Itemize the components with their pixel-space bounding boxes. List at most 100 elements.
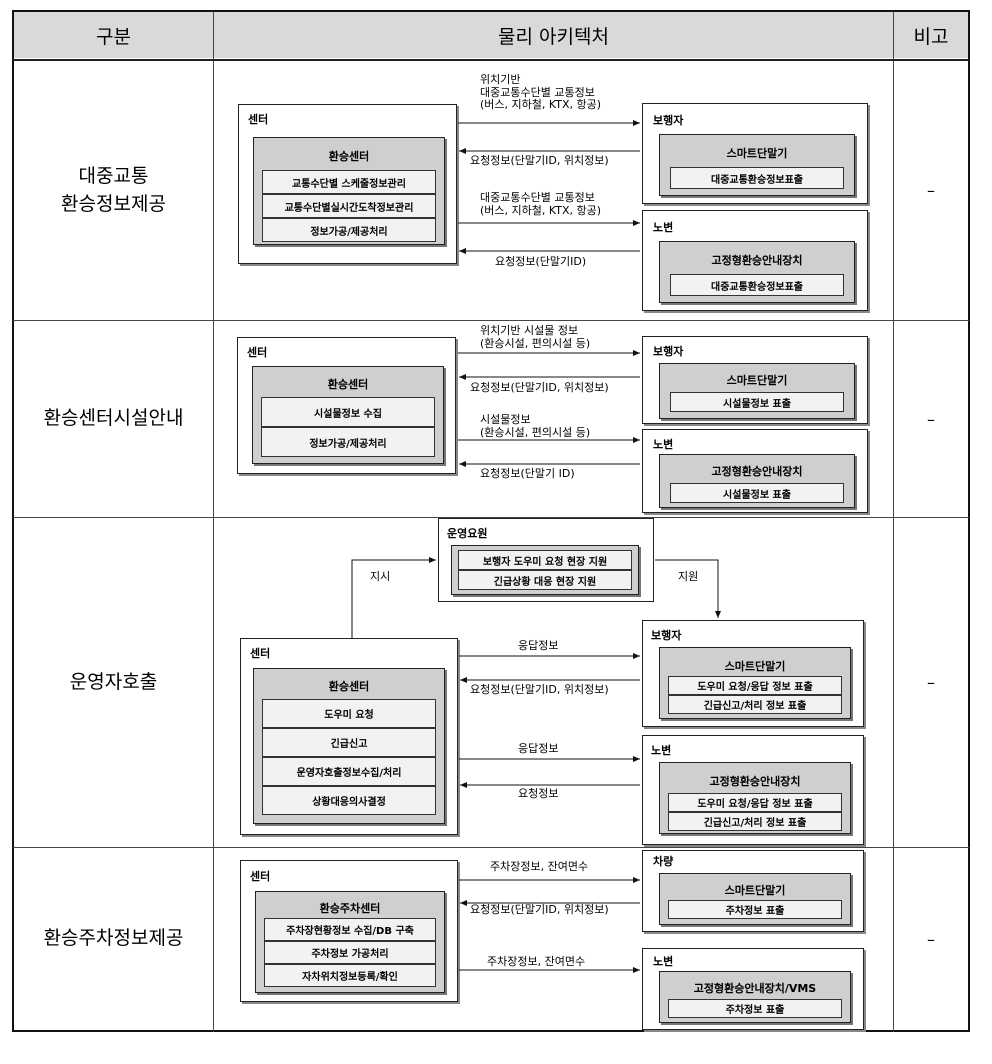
smart-terminal-box: 스마트단말기 시설물정보 표출 (659, 363, 855, 419)
center-box: 센터 환승센터 교통수단별 스케줄정보관리 교통수단별실시간도착정보관리 정보가… (238, 104, 457, 264)
command-label: 지시 (370, 570, 391, 583)
row-note: – (927, 181, 935, 200)
function-item: 긴급신고 (262, 728, 436, 757)
row-category: 환승센터시설안내 (43, 407, 184, 430)
roadside-box: 노변 고정형환승안내장치 시설물정보 표출 (642, 429, 868, 513)
operator-task: 보행자 도우미 요청 현장 지원 (458, 550, 632, 570)
function-item: 교통수단별실시간도착정보관리 (262, 194, 436, 218)
roadside-label: 노변 (651, 744, 672, 757)
display-item: 긴급신고/처리 정보 표출 (668, 812, 842, 831)
display-item: 시설물정보 표출 (670, 483, 844, 503)
display-item: 대중교통환승정보표출 (670, 167, 844, 189)
operator-box: 운영요원 보행자 도우미 요청 현장 지원 긴급상황 대응 현장 지원 (438, 518, 654, 602)
smart-terminal-title: 스마트단말기 (726, 374, 788, 387)
smart-terminal-box: 스마트단말기 주차정보 표출 (659, 873, 851, 925)
flow-label: 시설물정보(환승시설, 편의시설 등) (480, 413, 591, 439)
fixed-guide-device-title: 고정형환승안내장치/VMS (693, 982, 817, 995)
row-divider (13, 517, 969, 518)
function-item: 주차정보 가공처리 (264, 941, 436, 964)
display-item: 주차정보 표출 (668, 900, 842, 919)
display-item: 긴급신고/처리 정보 표출 (668, 695, 842, 714)
pedestrian-label: 보행자 (651, 629, 682, 642)
roadside-box: 노변 고정형환승안내장치 도우미 요청/응답 정보 표출 긴급신고/처리 정보 … (642, 735, 864, 845)
roadside-label: 노변 (653, 438, 674, 451)
vehicle-label: 차량 (653, 855, 674, 868)
center-box: 센터 환승센터 시설물정보 수집 정보가공/제공처리 (237, 337, 456, 474)
smart-terminal-title: 스마트단말기 (724, 884, 786, 897)
parking-center-box: 환승주차센터 주차장현황정보 수집/DB 구축 주차정보 가공처리 자차위치정보… (255, 891, 445, 993)
flow-label: 요청정보(단말기ID, 위치정보) (470, 903, 609, 916)
fixed-guide-device-box: 고정형환승안내장치 대중교통환승정보표출 (659, 241, 855, 303)
display-item: 대중교통환승정보표출 (670, 274, 844, 296)
operator-label: 운영요원 (447, 527, 488, 540)
header-category: 구분 (96, 25, 131, 48)
flow-label: 요청정보(단말기ID) (495, 255, 587, 268)
display-item: 주차정보 표출 (668, 999, 842, 1018)
support-label: 지원 (678, 570, 699, 583)
table-header (14, 12, 968, 58)
pedestrian-box: 보행자 스마트단말기 시설물정보 표출 (642, 336, 868, 424)
center-label: 센터 (248, 113, 269, 126)
flow-label: 요청정보(단말기ID, 위치정보) (470, 381, 609, 394)
row-divider (13, 320, 969, 321)
flow-label: 대중교통수단별 교통정보(버스, 지하철, KTX, 항공) (480, 191, 602, 217)
parking-center-title: 환승주차센터 (319, 902, 381, 915)
fixed-guide-device-box: 고정형환승안내장치 시설물정보 표출 (659, 454, 855, 508)
flow-label: 요청정보(단말기ID, 위치정보) (470, 154, 609, 167)
flow-label: 요청정보(단말기ID, 위치정보) (470, 683, 609, 696)
transfer-center-box: 환승센터 도우미 요청 긴급신고 운영자호출정보수집/처리 상황대응의사결정 (253, 668, 445, 824)
smart-terminal-title: 스마트단말기 (726, 147, 788, 160)
center-box: 센터 환승주차센터 주차장현황정보 수집/DB 구축 주차정보 가공처리 자차위… (240, 860, 458, 1002)
row-note: – (927, 929, 935, 949)
operator-tasks-box: 보행자 도우미 요청 현장 지원 긴급상황 대응 현장 지원 (451, 545, 639, 595)
architecture-table (12, 10, 970, 1032)
roadside-box: 노변 고정형환승안내장치/VMS 주차정보 표출 (642, 948, 864, 1030)
pedestrian-box: 보행자 스마트단말기 대중교통환승정보표출 (642, 103, 868, 204)
vehicle-box: 차량 스마트단말기 주차정보 표출 (642, 850, 864, 932)
row-divider (13, 59, 969, 61)
roadside-label: 노변 (653, 221, 674, 234)
smart-terminal-box: 스마트단말기 대중교통환승정보표출 (659, 134, 855, 196)
header-note: 비고 (913, 25, 949, 48)
flow-label: 응답정보 (518, 742, 559, 755)
center-label: 센터 (250, 647, 271, 660)
pedestrian-label: 보행자 (653, 345, 684, 358)
header-architecture: 물리 아키텍처 (498, 25, 609, 48)
function-item: 도우미 요청 (262, 699, 436, 728)
transfer-center-box: 환승센터 시설물정보 수집 정보가공/제공처리 (252, 366, 444, 464)
center-label: 센터 (250, 870, 271, 883)
roadside-box: 노변 고정형환승안내장치 대중교통환승정보표출 (642, 210, 868, 311)
flow-label: 주차장정보, 잔여면수 (490, 860, 589, 873)
smart-terminal-title: 스마트단말기 (724, 660, 786, 673)
column-divider (213, 12, 214, 1032)
row-category: 운영자호출 (69, 670, 158, 693)
display-item: 시설물정보 표출 (670, 392, 844, 412)
fixed-guide-device-box: 고정형환승안내장치/VMS 주차정보 표출 (659, 971, 851, 1023)
pedestrian-label: 보행자 (653, 114, 684, 127)
function-item: 주차장현황정보 수집/DB 구축 (264, 918, 436, 941)
flow-label: 요청정보(단말기 ID) (480, 467, 575, 480)
pedestrian-box: 보행자 스마트단말기 도우미 요청/응답 정보 표출 긴급신고/처리 정보 표출 (642, 620, 864, 727)
row-note: – (927, 409, 935, 429)
transfer-center-title: 환승센터 (327, 378, 369, 391)
transfer-center-title: 환승센터 (328, 150, 370, 163)
function-item: 상황대응의사결정 (262, 786, 436, 815)
fixed-guide-device-title: 고정형환승안내장치 (711, 465, 803, 478)
fixed-guide-device-box: 고정형환승안내장치 도우미 요청/응답 정보 표출 긴급신고/처리 정보 표출 (659, 762, 851, 834)
fixed-guide-device-title: 고정형환승안내장치 (709, 775, 801, 788)
function-item: 교통수단별 스케줄정보관리 (262, 170, 436, 194)
flow-label: 위치기반 시설물 정보(환승시설, 편의시설 등) (480, 324, 591, 350)
roadside-label: 노변 (653, 955, 674, 968)
smart-terminal-box: 스마트단말기 도우미 요청/응답 정보 표출 긴급신고/처리 정보 표출 (659, 647, 851, 719)
center-box: 센터 환승센터 도우미 요청 긴급신고 운영자호출정보수집/처리 상황대응의사결… (240, 638, 458, 835)
flow-label: 주차장정보, 잔여면수 (487, 955, 586, 968)
operator-task: 긴급상황 대응 현장 지원 (458, 570, 632, 590)
function-item: 정보가공/제공처리 (262, 218, 436, 242)
function-item: 시설물정보 수집 (261, 397, 435, 427)
row-note: – (927, 673, 935, 692)
display-item: 도우미 요청/응답 정보 표출 (668, 793, 842, 812)
flow-label: 응답정보 (518, 639, 559, 652)
center-label: 센터 (247, 346, 268, 359)
